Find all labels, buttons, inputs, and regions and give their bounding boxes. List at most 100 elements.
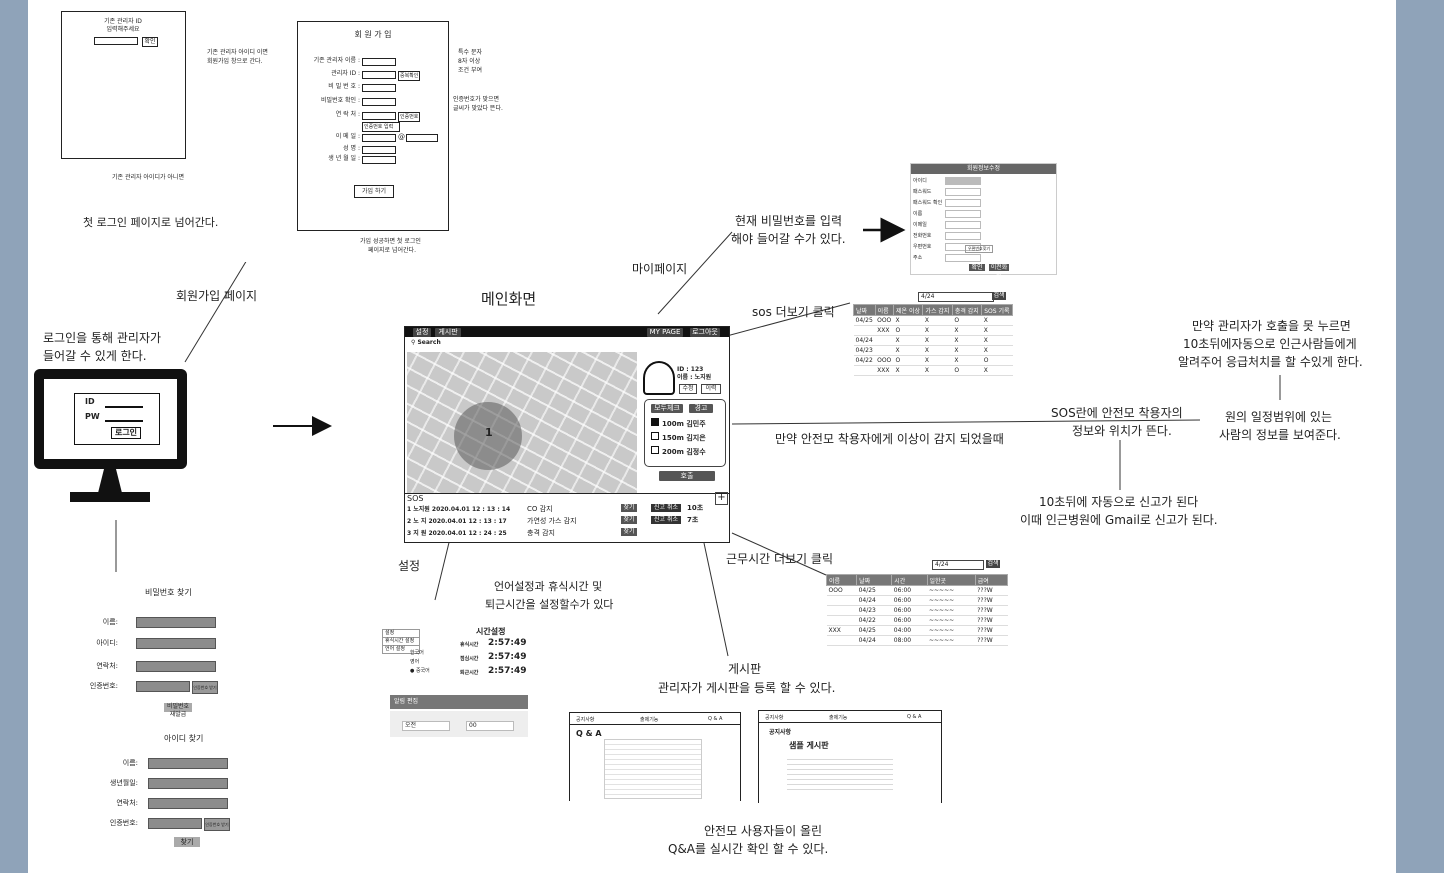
signup-field-button[interactable]: 인증번호	[398, 112, 421, 122]
find-field-input[interactable]	[148, 758, 228, 769]
board-nav-item[interactable]: 출제기능	[640, 717, 659, 723]
board-nav-item[interactable]: Q & A	[907, 714, 922, 720]
sos-find-button[interactable]: 찾기	[621, 516, 637, 524]
mypage-field-input[interactable]	[945, 221, 981, 229]
user-history-button[interactable]: 이력	[701, 384, 721, 394]
signup-field-input[interactable]	[362, 146, 396, 154]
alarm-minute[interactable]: 00	[466, 721, 514, 731]
alarm-ampm[interactable]: 오전	[402, 721, 450, 731]
sos-search-button[interactable]: 검색	[992, 292, 1006, 300]
checkbox-icon[interactable]	[651, 432, 659, 440]
signup-field-input[interactable]	[362, 71, 396, 79]
language-option[interactable]: 한국어	[410, 650, 424, 656]
find-pw-submit[interactable]: 비밀번호 재발급	[164, 703, 192, 718]
signup-field-label: 기존 관리자 이름 :	[313, 57, 360, 64]
board-nav-item[interactable]: 공지사항	[576, 717, 595, 723]
checkbox-icon[interactable]	[651, 418, 659, 426]
signup-field-input[interactable]	[362, 156, 396, 164]
email-domain-input[interactable]	[406, 134, 438, 142]
sos-date-input[interactable]: 4/24	[918, 292, 994, 302]
board-nav-item[interactable]: 출제기능	[829, 715, 848, 721]
signup-field-button[interactable]: 인증번호 입력	[362, 122, 400, 132]
signup-field-button[interactable]: 중복확인	[398, 71, 421, 81]
sos-cancel-button[interactable]: 신고 취소	[651, 504, 681, 512]
existing-id-input[interactable]	[94, 37, 138, 45]
signup-field-input[interactable]	[362, 98, 396, 106]
mypage-field-input[interactable]	[945, 232, 981, 240]
pw-input[interactable]	[105, 420, 143, 422]
time-value[interactable]: 2:57:49	[488, 652, 527, 662]
board-nav-item[interactable]: 공지사항	[765, 715, 784, 721]
language-option[interactable]: ● 중국어	[410, 668, 430, 674]
mypage-confirm-button[interactable]: 확인	[969, 264, 985, 271]
search-field[interactable]: ⚲ Search	[411, 339, 441, 346]
find-id-submit[interactable]: 찾기	[174, 837, 200, 847]
tab-settings[interactable]: 설정	[413, 328, 431, 337]
mypage-field-input[interactable]	[945, 210, 981, 218]
checkbox-icon[interactable]	[651, 446, 659, 454]
find-field-input[interactable]	[148, 778, 228, 789]
check-all-button[interactable]: 모두체크	[651, 404, 683, 413]
warn-button[interactable]: 경고	[689, 404, 713, 413]
find-field-input[interactable]	[148, 818, 202, 829]
signup-field-input[interactable]	[362, 84, 396, 92]
sos-more-button[interactable]: +	[715, 492, 728, 505]
tab-logout[interactable]: 로그아웃	[690, 328, 720, 337]
find-verify-button[interactable]: 인증번호 받기	[192, 681, 218, 694]
call-button[interactable]: 호출	[659, 471, 715, 481]
mypage-field-input[interactable]	[945, 188, 981, 196]
nearby-item[interactable]: 150m 김지은	[651, 432, 706, 443]
find-field-input[interactable]	[136, 681, 190, 692]
nearby-item[interactable]: 200m 김정수	[651, 446, 706, 457]
find-field-input[interactable]	[136, 661, 216, 672]
time-value[interactable]: 2:57:49	[488, 638, 527, 648]
find-field-input[interactable]	[136, 617, 216, 628]
user-edit-button[interactable]: 수정	[679, 384, 697, 394]
sos-find-button[interactable]: 찾기	[621, 504, 637, 512]
mypage-back-button[interactable]: 이전화면	[989, 264, 1009, 279]
work-date-input[interactable]: 4/24	[932, 560, 984, 570]
id-input[interactable]	[105, 406, 143, 408]
find-field-input[interactable]	[136, 638, 216, 649]
mypage-field-input[interactable]	[945, 199, 981, 207]
find-field-input[interactable]	[148, 798, 228, 809]
notice-list[interactable]	[787, 755, 893, 791]
table-cell: 06:00	[891, 615, 927, 626]
mypage-field-input[interactable]	[945, 177, 981, 185]
language-option[interactable]: 영어	[410, 659, 420, 665]
find-verify-button[interactable]: 인증번호 받기	[204, 818, 230, 831]
signup-submit-button[interactable]: 가입 하기	[354, 185, 394, 198]
settings-menu-item[interactable]: 언어 설정	[382, 645, 420, 654]
time-value[interactable]: 2:57:49	[488, 666, 527, 676]
qa-list[interactable]	[604, 739, 702, 799]
zip-search-button[interactable]: 우편번호찾기	[965, 245, 994, 253]
sos-find-button[interactable]: 찾기	[621, 528, 637, 536]
sos-cancel-button[interactable]: 신고 취소	[651, 516, 681, 524]
tab-board[interactable]: 게시판	[435, 328, 461, 337]
signup-field-input[interactable]	[362, 134, 396, 142]
tab-mypage[interactable]: MY PAGE	[647, 328, 683, 337]
login-button[interactable]: 로그인	[111, 427, 141, 439]
mypage-field-input[interactable]	[945, 254, 981, 262]
confirm-button[interactable]: 확인	[142, 37, 158, 47]
signup-field-input[interactable]	[362, 112, 396, 120]
nearby-item[interactable]: 100m 김민주	[651, 418, 706, 429]
map-view[interactable]: 1	[407, 352, 637, 493]
alarm-edit-bar[interactable]: 알림 편집	[390, 695, 528, 709]
signup-field-input[interactable]	[362, 58, 396, 66]
board-nav-item[interactable]: Q & A	[708, 716, 723, 722]
mypage-field-input[interactable]	[945, 243, 981, 251]
work-search-button[interactable]: 검색	[986, 560, 1000, 568]
